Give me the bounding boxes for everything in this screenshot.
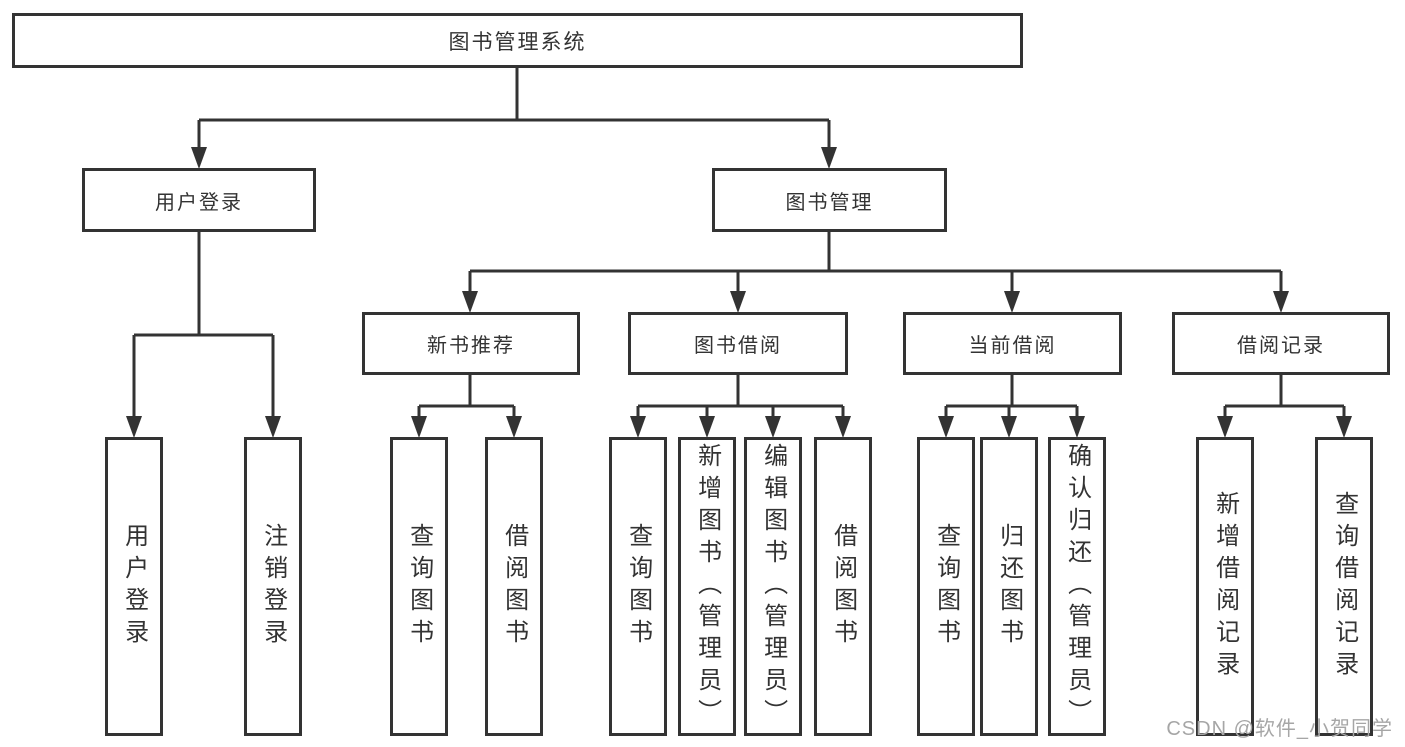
node-leaf-add-books-admin: 新增图书（管理员） xyxy=(678,437,736,736)
csdn-watermark: CSDN @软件_小贺同学 xyxy=(1166,718,1393,740)
arrow-icon xyxy=(699,416,715,438)
node-current-borrowing: 当前借阅 xyxy=(903,312,1122,375)
arrow-icon xyxy=(462,291,478,313)
node-leaf-add-borrow-record: 新增借阅记录 xyxy=(1196,437,1254,736)
arrow-icon xyxy=(265,416,281,438)
node-leaf-query-books-current: 查询图书 xyxy=(917,437,975,736)
node-book-management: 图书管理 xyxy=(712,168,947,232)
node-root-library-system: 图书管理系统 xyxy=(12,13,1023,68)
arrow-icon xyxy=(506,416,522,438)
node-user-login: 用户登录 xyxy=(82,168,316,232)
arrow-icon xyxy=(1273,291,1289,313)
arrow-icon xyxy=(765,416,781,438)
arrow-icon xyxy=(1001,416,1017,438)
node-leaf-logout: 注销登录 xyxy=(244,437,302,736)
node-leaf-return-books: 归还图书 xyxy=(980,437,1038,736)
node-new-book-recommendation: 新书推荐 xyxy=(362,312,580,375)
node-leaf-query-books-borrowing: 查询图书 xyxy=(609,437,667,736)
arrow-icon xyxy=(630,416,646,438)
node-leaf-query-borrow-record: 查询借阅记录 xyxy=(1315,437,1373,736)
node-leaf-borrow-books-recommend: 借阅图书 xyxy=(485,437,543,736)
arrow-icon xyxy=(191,147,207,169)
arrow-icon xyxy=(126,416,142,438)
node-borrowing-records: 借阅记录 xyxy=(1172,312,1390,375)
node-leaf-query-books-recommend: 查询图书 xyxy=(390,437,448,736)
node-leaf-confirm-return-admin: 确认归还（管理员） xyxy=(1048,437,1106,736)
arrow-icon xyxy=(1069,416,1085,438)
arrow-icon xyxy=(835,416,851,438)
arrow-icon xyxy=(821,147,837,169)
arrow-icon xyxy=(730,291,746,313)
node-leaf-edit-books-admin: 编辑图书（管理员） xyxy=(744,437,802,736)
arrow-icon xyxy=(411,416,427,438)
node-book-borrowing: 图书借阅 xyxy=(628,312,848,375)
arrow-icon xyxy=(1336,416,1352,438)
arrow-icon xyxy=(938,416,954,438)
node-leaf-borrow-books-borrowing: 借阅图书 xyxy=(814,437,872,736)
arrow-icon xyxy=(1004,291,1020,313)
arrow-icon xyxy=(1217,416,1233,438)
node-leaf-user-login: 用户登录 xyxy=(105,437,163,736)
